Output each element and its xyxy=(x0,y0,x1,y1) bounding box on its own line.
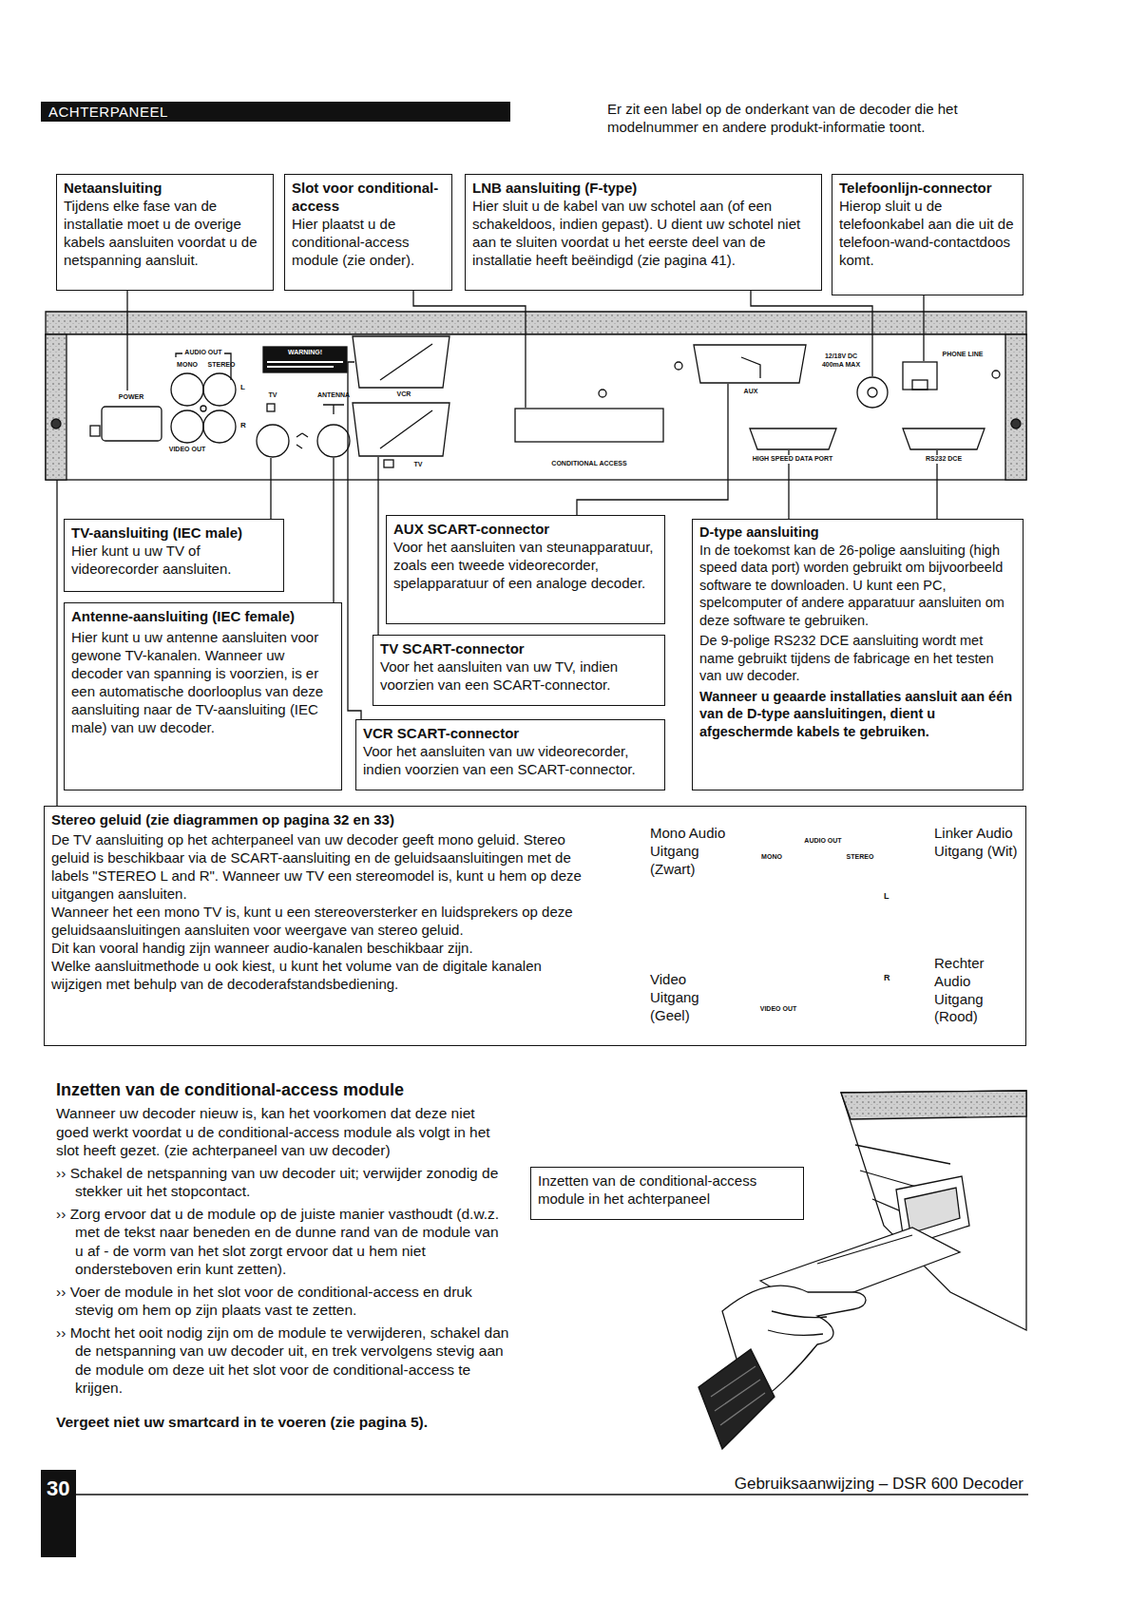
caption-text: Mono Audio Uitgang (Zwart) xyxy=(650,824,738,879)
caption-text: Gebruiksaanwijzing – DSR 600 Decoder xyxy=(734,1473,1024,1494)
panel-marking: TV xyxy=(268,391,278,401)
panel-marking: PHONE LINE xyxy=(942,350,984,360)
callout-box: VCR SCART-connectorVoor het aansluiten v… xyxy=(355,719,666,791)
box-heading: VCR SCART-connector xyxy=(363,724,659,743)
box-heading: Telefoonlijn-connector xyxy=(839,178,1017,197)
body-text: Vergeet niet uw smartcard in te voeren (… xyxy=(56,1413,511,1433)
box-text: Voor het aansluiten van uw TV, indien vo… xyxy=(380,657,659,694)
body-text: ›› Voer de module in het slot voor de co… xyxy=(56,1282,511,1321)
section-band: ACHTERPANEEL xyxy=(40,101,511,122)
callout-box: Slot voor conditional-accessHier plaatst… xyxy=(284,173,453,291)
box-text: Wanneer u geaarde installaties aansluit … xyxy=(699,688,1017,742)
panel-marking: WARNING! xyxy=(287,348,323,358)
callout-box: Antenne-aansluiting (IEC female) Hier kun… xyxy=(63,602,343,791)
caption-text: Video Uitgang (Geel) xyxy=(650,971,738,1025)
box-heading: LNB aansluiting (F-type) xyxy=(472,178,816,197)
box-text: De 9-polige RS232 DCE aansluiting wordt … xyxy=(699,631,1017,686)
panel-marking: ANTENNA xyxy=(317,391,350,401)
panel-marking: TV xyxy=(414,460,423,470)
panel-marking: MONO xyxy=(176,361,198,370)
panel-marking: R xyxy=(883,973,891,984)
callout-box: NetaansluitingTijdens elke fase van de i… xyxy=(56,173,274,291)
callout-box: AUX SCART-connectorVoor het aansluiten v… xyxy=(385,515,666,625)
box-text: Tijdens elke fase van de installatie moe… xyxy=(63,196,268,269)
box-heading: TV-aansluiting (IEC male) xyxy=(71,523,278,542)
callout-box: D-type aansluitingIn de toekomst kan de … xyxy=(691,518,1024,791)
box-text: Hier sluit u de kabel van uw schotel aan… xyxy=(472,196,816,269)
callout-box: Telefoonlijn-connectorHierop sluit u de … xyxy=(831,173,1024,296)
box-heading: Slot voor conditional-access xyxy=(291,178,446,215)
box-heading: D-type aansluiting xyxy=(699,523,1017,542)
box-heading: TV SCART-connector xyxy=(380,639,659,658)
caption-text: Er zit een label op de onderkant van de … xyxy=(607,100,1016,137)
box-heading: Antenne-aansluiting (IEC female) xyxy=(71,607,336,626)
box-text: Hier kunt u uw TV of videorecorder aansl… xyxy=(71,541,278,578)
panel-marking: AUX xyxy=(744,387,759,397)
box-heading: AUX SCART-connector xyxy=(393,519,659,538)
box-text: Welke aansluitmethode u ook kiest, u kun… xyxy=(51,956,584,994)
panel-marking: VCR xyxy=(397,390,412,400)
panel-marking: RS232 DCE xyxy=(923,455,964,464)
panel-marking: VIDEO OUT xyxy=(169,445,207,455)
panel-marking: MONO xyxy=(761,853,783,862)
panel-marking: HIGH SPEED DATA PORT xyxy=(750,455,836,464)
panel-marking: STEREO xyxy=(846,853,875,862)
panel-marking: STEREO xyxy=(208,361,236,370)
box-text: De TV aansluiting op het achterpaneel va… xyxy=(51,830,584,903)
info-panel: Stereo geluid (zie diagrammen op pagina … xyxy=(43,805,1027,1047)
caption-text: Rechter Audio Uitgang (Rood) xyxy=(934,955,1022,1027)
panel-marking: L xyxy=(883,891,890,902)
body-text: Wanneer uw decoder nieuw is, kan het voo… xyxy=(56,1104,511,1161)
section-title: ACHTERPANEEL xyxy=(48,103,169,120)
box-text: Voor het aansluiten van uw videorecorder… xyxy=(363,742,659,779)
panel-marking: R xyxy=(240,420,247,431)
box-heading: Stereo geluid (zie diagrammen op pagina … xyxy=(51,810,584,829)
box-text: In de toekomst kan de 26-polige aansluit… xyxy=(699,541,1017,631)
text-column: Wanneer uw decoder nieuw is, kan het voo… xyxy=(56,1104,511,1436)
callout-box: LNB aansluiting (F-type)Hier sluit u de … xyxy=(464,173,823,291)
body-text: ›› Schakel de netspanning van uw decoder… xyxy=(56,1164,511,1202)
box-heading: Netaansluiting xyxy=(63,178,268,197)
box-text: Hier plaatst u de conditional-access mod… xyxy=(291,214,446,269)
box-text: Hierop sluit u de telefoonkabel aan die … xyxy=(839,196,1017,269)
panel-marking: 12/18V DC 400mA MAX xyxy=(816,352,866,370)
panel-marking: VIDEO OUT xyxy=(760,1005,798,1015)
panel-marking: CONDITIONAL ACCESS xyxy=(551,459,627,469)
panel-marking: AUDIO OUT xyxy=(182,348,224,358)
body-text: ›› Mocht het ooit nodig zijn om de modul… xyxy=(56,1323,511,1398)
body-text: ›› Zorg ervoor dat u de module op de jui… xyxy=(56,1205,511,1280)
box-text: Dit kan vooral handig zijn wanneer audio… xyxy=(51,938,584,957)
caption-text: Linker Audio Uitgang (Wit) xyxy=(934,824,1022,862)
panel-marking: AUDIO OUT xyxy=(802,837,843,846)
box-text: Hier kunt u uw antenne aansluiten voor g… xyxy=(71,628,336,737)
panel-marking: POWER xyxy=(118,393,144,402)
panel-marking: L xyxy=(240,382,246,393)
callout-box: TV-aansluiting (IEC male)Hier kunt u uw … xyxy=(63,518,285,593)
caption-text: Inzetten van de conditional-access modul… xyxy=(56,1079,551,1102)
callout-box: TV SCART-connectorVoor het aansluiten va… xyxy=(372,634,666,707)
caption-text: 30 xyxy=(46,1475,70,1503)
box-text: Wanneer het een mono TV is, kunt u een s… xyxy=(51,902,584,939)
callout-box: Inzetten van de conditional-access modul… xyxy=(530,1167,804,1221)
box-text: Voor het aansluiten van steunapparatuur,… xyxy=(393,537,659,593)
box-text: Inzetten van de conditional-access modul… xyxy=(537,1171,798,1208)
